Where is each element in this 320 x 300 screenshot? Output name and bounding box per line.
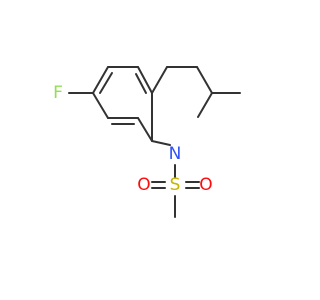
atom-fluorine: F	[53, 83, 63, 103]
bond-c8a-nitrogen	[151, 140, 171, 146]
bond-ring-c4a-c8a	[137, 66, 153, 94]
bond-ring-c7-c6	[92, 92, 109, 119]
bond-c3-c2	[196, 66, 213, 94]
bond-ring-c6-c5-inner	[99, 72, 113, 94]
molecule-structure: F N S O O	[53, 66, 241, 218]
bond-ring-c6-c5	[92, 66, 109, 94]
bond-ring-c4a-c8a-inner	[135, 73, 147, 94]
atom-nitrogen: N	[169, 144, 182, 164]
bond-c2-nitrogen	[197, 92, 213, 118]
atom-oxygen-left: O	[137, 175, 150, 195]
atom-oxygen-right: O	[199, 175, 212, 195]
bond-c8a-c4	[151, 66, 168, 94]
bond-ring-c8a-c8	[137, 117, 153, 142]
atom-sulfur: S	[170, 175, 181, 195]
bond-layer	[68, 66, 241, 218]
atom-label-layer: F N S O O	[53, 83, 213, 195]
